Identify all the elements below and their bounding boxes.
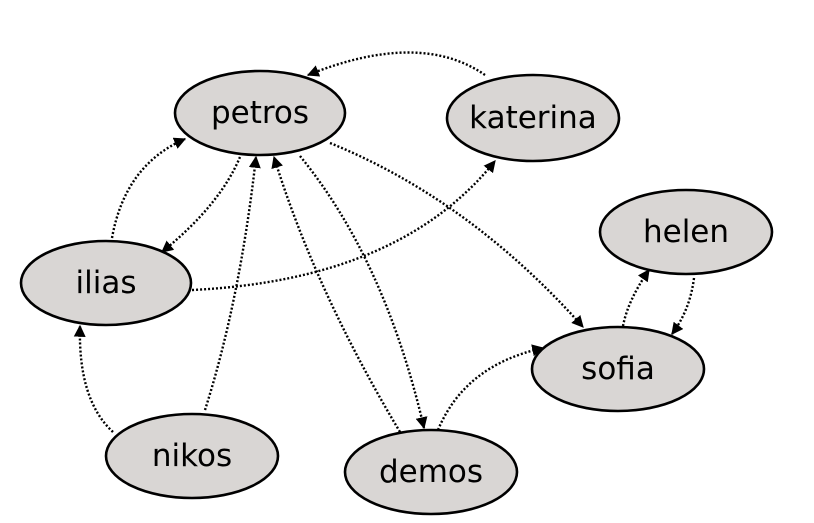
node-sofia-shape [530, 325, 706, 413]
node-petros-shape [173, 69, 347, 157]
edge-helen-to-sofia [671, 277, 696, 335]
node-sofia[interactable]: sofia [530, 325, 706, 413]
node-nikos[interactable]: nikos [104, 412, 280, 500]
edge-petros-to-demos [299, 155, 428, 430]
node-ilias-shape [19, 239, 193, 327]
edges [73, 51, 696, 433]
edge-sofia-to-helen [621, 269, 650, 327]
node-petros-label: petros [211, 95, 309, 131]
edge-petros-to-ilias [161, 156, 242, 253]
node-nikos-shape [104, 412, 280, 500]
nodes: petros katerina helen ilias sofia nikos … [19, 69, 774, 516]
node-ilias[interactable]: ilias [19, 239, 193, 327]
edge-ilias-to-petros [110, 137, 187, 239]
node-nikos-label: nikos [152, 438, 232, 474]
node-katerina-shape [445, 73, 621, 163]
node-sofia-label: sofia [581, 351, 655, 387]
node-petros[interactable]: petros [173, 69, 347, 157]
node-demos[interactable]: demos [343, 428, 519, 516]
node-helen-label: helen [643, 214, 729, 250]
node-ilias-label: ilias [76, 265, 137, 301]
node-demos-label: demos [379, 454, 483, 490]
edge-petros-to-sofia [329, 141, 584, 328]
node-helen-shape [598, 188, 774, 276]
edge-nikos-to-petros [203, 155, 261, 411]
edge-nikos-to-ilias [73, 324, 114, 433]
edge-ilias-to-katerina [191, 160, 496, 292]
node-helen[interactable]: helen [598, 188, 774, 276]
node-katerina[interactable]: katerina [445, 73, 621, 163]
edge-katerina-to-petros [306, 51, 486, 77]
edge-demos-to-sofia [436, 344, 545, 431]
node-demos-shape [343, 428, 519, 516]
node-katerina-label: katerina [469, 100, 597, 136]
